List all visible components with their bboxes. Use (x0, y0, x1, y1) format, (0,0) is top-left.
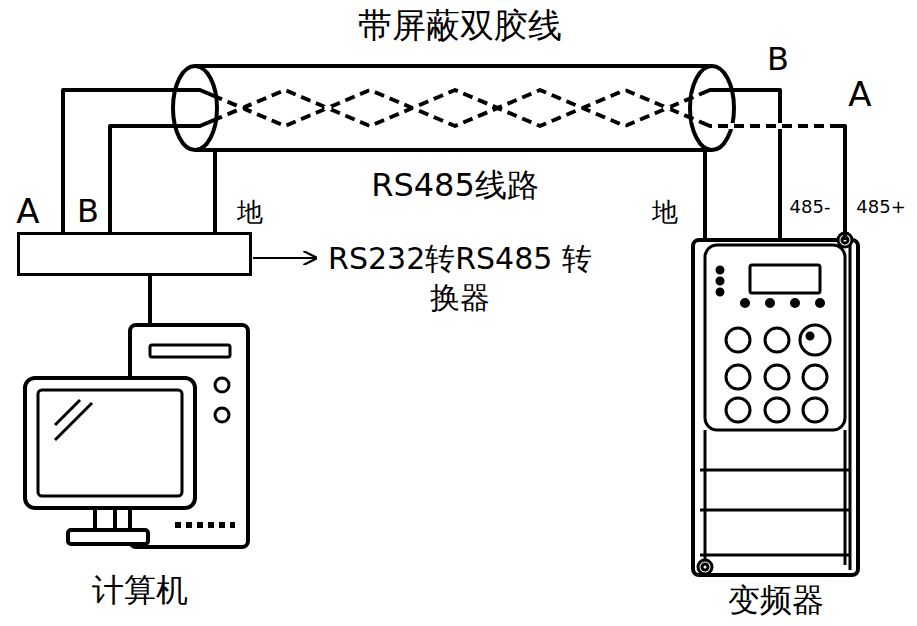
converter-box: RS232转RS485 转换器 (17, 232, 252, 276)
twisted-pair-dash (712, 123, 838, 129)
title: 带屏蔽双胶线 (358, 7, 562, 44)
node-label: 计算机 (20, 573, 260, 608)
node-label: 变频器 (688, 583, 863, 618)
inverter-icon (693, 233, 858, 575)
terminal-name: 485- (790, 197, 831, 217)
pin-name: 地 (237, 198, 263, 227)
wire (63, 90, 780, 240)
pin-name: B (767, 42, 789, 77)
line-name: RS485线路 (371, 168, 539, 203)
wire (110, 90, 845, 240)
shielded-cable (173, 66, 734, 150)
computer-icon (25, 325, 248, 547)
twisted-pair-dash (222, 90, 700, 126)
pin-name: A (848, 76, 871, 113)
inverter: 变频器 (688, 240, 863, 622)
leader-arrow (253, 257, 316, 259)
pin-name: A (16, 193, 39, 230)
pin-name: B (77, 194, 99, 229)
computer: 计算机 (20, 325, 260, 615)
wire (215, 150, 705, 240)
twisted-pair-dash (222, 90, 700, 126)
pin-name: 地 (652, 198, 678, 227)
node-label: RS232转RS485 转换器 (325, 239, 595, 317)
wire (148, 276, 152, 325)
terminal-name: 485+ (856, 197, 905, 217)
